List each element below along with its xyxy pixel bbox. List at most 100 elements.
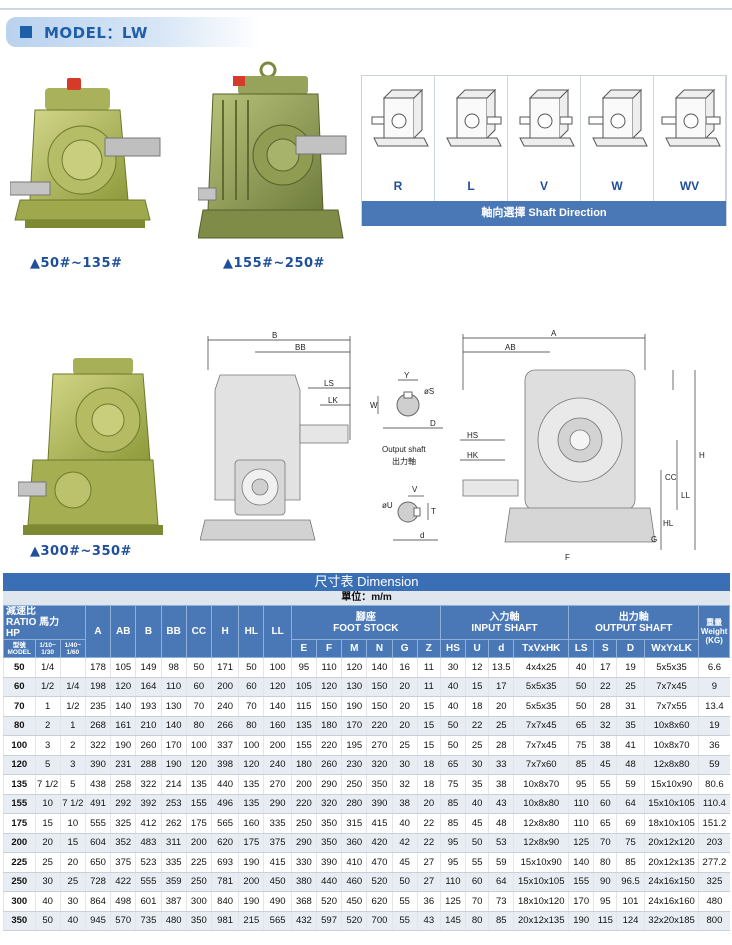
table-cell: 253 [160, 794, 187, 814]
table-cell: 945 [84, 911, 111, 931]
model-cell: 300 [3, 891, 36, 912]
table-cell: 193 [135, 696, 162, 717]
shaft-v-label: V [539, 179, 548, 193]
table-cell: 95 [568, 774, 594, 795]
table-cell: 15x10x90 [513, 852, 569, 873]
table-cell: 178 [84, 657, 111, 678]
table-cell: 10 [59, 813, 86, 834]
shaft-l-icon [446, 88, 502, 147]
table-cell: 155 [568, 872, 594, 892]
table-cell: 25 [488, 716, 514, 736]
table-cell: 19 [616, 657, 645, 678]
dim-b: B [272, 331, 277, 340]
table-cell: 140 [110, 696, 136, 717]
dim-hl: HL [663, 519, 674, 528]
header-cc: CC [185, 605, 212, 658]
table-cell: 322 [84, 735, 111, 756]
table-cell: 565 [263, 911, 292, 931]
table-cell: 80 [185, 716, 212, 736]
header-a: A [84, 605, 112, 658]
table-cell: 80 [238, 716, 264, 736]
dim-os: øS [424, 387, 434, 396]
gearbox-large-photo [18, 358, 163, 535]
table-cell: 140 [160, 716, 187, 736]
output-shaft-caption-zh: 出力軸 [392, 456, 416, 466]
table-cell: 325 [110, 813, 136, 834]
table-cell: 45 [465, 813, 489, 834]
table-cell: 59 [698, 755, 730, 775]
table-cell: 70 [185, 696, 212, 717]
table-cell: 140 [568, 852, 594, 873]
table-cell: 175 [185, 813, 212, 834]
table-cell: 620 [210, 833, 239, 853]
table-cell: 48 [488, 813, 514, 834]
table-cell: 728 [84, 872, 111, 892]
table-cell: 20 [34, 833, 61, 853]
header-foot-stock: 腳座 FOOT STOCK [290, 605, 441, 640]
table-cell: 41 [616, 735, 645, 756]
table-cell: 523 [135, 852, 162, 873]
table-cell: 60 [465, 872, 489, 892]
table-cell: 325 [698, 872, 730, 892]
table-cell: 150 [366, 677, 393, 697]
table-cell: 65 [439, 755, 466, 775]
table-cell: 125 [439, 891, 466, 912]
table-cell: 40 [34, 891, 61, 912]
table-cell: 115 [290, 696, 317, 717]
table-cell: 7x7x55 [643, 696, 699, 717]
table-title: 尺寸表 Dimension [3, 573, 730, 591]
table-cell: 170 [568, 891, 594, 912]
header-ls: LS [568, 639, 595, 658]
table-cell: 25 [616, 677, 645, 697]
table-cell: 20 [391, 716, 418, 736]
output-shaft-caption: Output shaft [382, 445, 426, 454]
header-ab: AB [110, 605, 137, 658]
table-cell: 555 [84, 813, 111, 834]
table-cell: 69 [616, 813, 645, 834]
table-cell: 1 [34, 696, 61, 717]
table-cell: 266 [210, 716, 239, 736]
table-cell: 180 [315, 716, 342, 736]
table-cell: 120 [263, 677, 292, 697]
table-cell: 7x7x45 [513, 716, 569, 736]
dim-hs: HS [467, 431, 478, 440]
table-cell: 110 [568, 813, 594, 834]
table-cell: 17 [488, 677, 514, 697]
table-cell: 110.4 [698, 794, 730, 814]
table-cell: 5x5x35 [513, 677, 569, 697]
header-z: Z [416, 639, 441, 658]
table-cell: 75 [568, 735, 594, 756]
table-cell: 85 [439, 813, 466, 834]
table-cell: 73 [488, 891, 514, 912]
table-cell: 604 [84, 833, 111, 853]
table-cell: 50 [391, 872, 418, 892]
header-n: N [366, 639, 393, 658]
header-ratio-a: 1/10~ 1/30 [34, 639, 61, 658]
table-cell: 15x10x105 [513, 872, 569, 892]
header-ll: LL [263, 605, 292, 658]
table-cell: 18x10x120 [513, 891, 569, 912]
caption-small-models: ▲50#~135# [30, 256, 123, 271]
table-cell: 120 [238, 755, 264, 775]
table-cell: 300 [185, 891, 212, 912]
table-cell: 432 [290, 911, 317, 931]
caption-mid-models: ▲155#~250# [223, 256, 325, 271]
table-cell: 10x8x70 [513, 774, 569, 795]
table-cell: 440 [210, 774, 239, 795]
dimension-grid: 減速比 RATIO 馬力 HP A AB B BB CC H HL LL 腳座 … [3, 605, 730, 931]
table-cell: 490 [263, 891, 292, 912]
gearbox-mid-photo [198, 61, 347, 239]
table-cell: 190 [568, 911, 594, 931]
table-cell: 5 [34, 755, 61, 775]
table-cell: 864 [84, 891, 111, 912]
header-model: 型號 MODEL [3, 639, 36, 658]
table-cell: 150 [315, 696, 342, 717]
table-cell: 120 [185, 755, 212, 775]
table-cell: 55 [593, 774, 617, 795]
table-cell: 190 [341, 696, 367, 717]
table-cell: 200 [185, 833, 212, 853]
table-cell: 110 [315, 657, 342, 678]
table-cell: 124 [616, 911, 645, 931]
